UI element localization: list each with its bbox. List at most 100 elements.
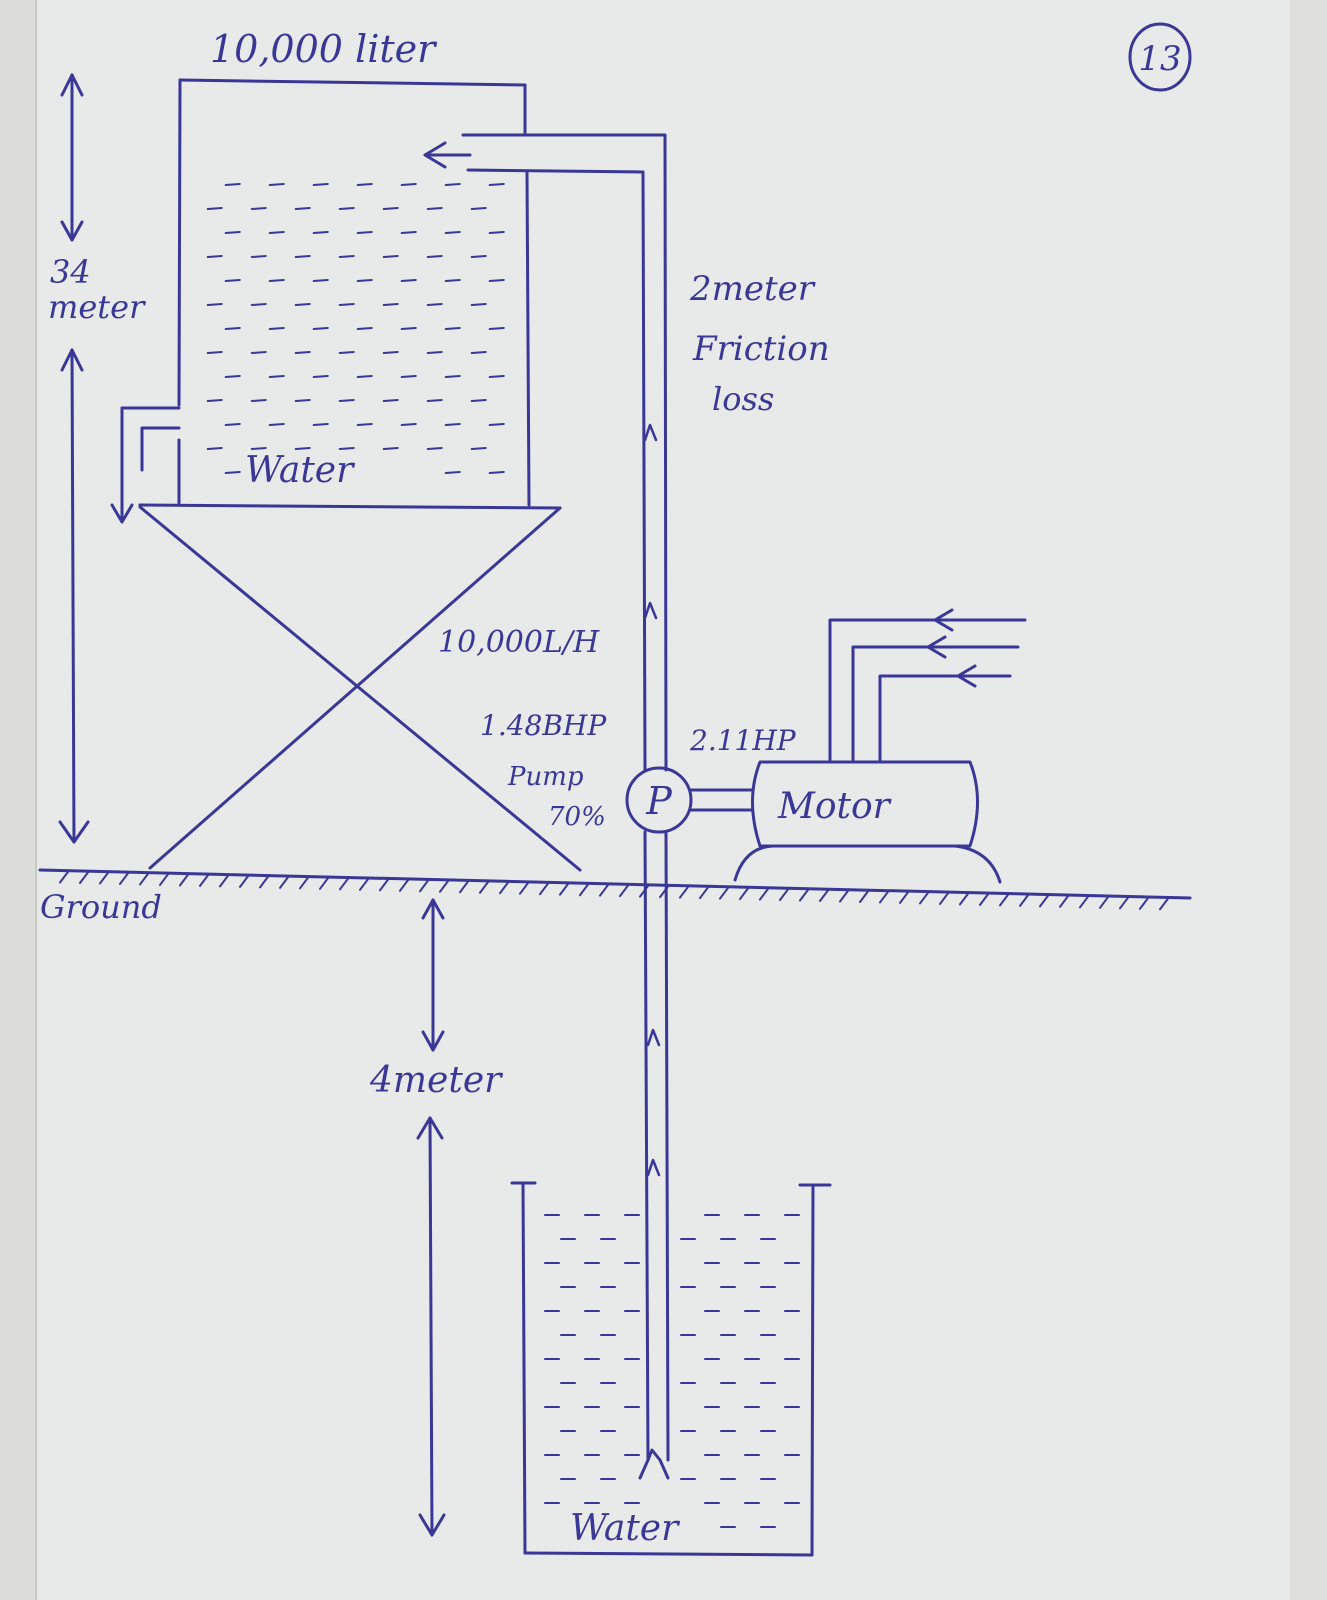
hatch-mark (419, 878, 430, 893)
hatch-mark (559, 881, 570, 896)
hatch-mark (382, 399, 399, 402)
friction-label: Friction (692, 329, 830, 369)
hatch-mark (312, 231, 329, 234)
hatch-mark (488, 231, 505, 234)
hatch-mark (356, 183, 373, 186)
hatch-mark (338, 207, 355, 210)
hatch-mark (338, 255, 355, 258)
hatch-mark (119, 870, 130, 885)
hatch-mark (719, 885, 730, 900)
ground-line (38, 868, 1192, 911)
hatch-mark (224, 183, 241, 186)
hatch-mark (312, 423, 329, 426)
foot-valve-icon (638, 1448, 670, 1480)
hatch-mark (400, 279, 417, 282)
hatch-mark (1019, 892, 1030, 907)
pump-circle (625, 766, 693, 834)
hatch-mark (759, 886, 770, 901)
stand-leg-left (138, 505, 582, 872)
hatch-mark (470, 255, 487, 258)
power-arrow-icon (933, 608, 954, 632)
hatch-mark (444, 231, 461, 234)
hatch-mark (488, 375, 505, 378)
hatch-mark (739, 886, 750, 901)
hatch-mark (799, 887, 810, 902)
hatch-mark (859, 888, 870, 903)
hatch-mark (470, 303, 487, 306)
hatch-mark (579, 882, 590, 897)
hatch-mark (294, 255, 311, 258)
hatch-mark (312, 375, 329, 378)
hatch-mark (479, 879, 490, 894)
hatch-mark (224, 375, 241, 378)
hatch-mark (279, 874, 290, 889)
hatch-mark (519, 880, 530, 895)
hatch-mark (470, 207, 487, 210)
hatch-mark (1159, 896, 1170, 911)
hatch-mark (1059, 893, 1070, 908)
hatch-mark (444, 279, 461, 282)
hatch-mark (338, 399, 355, 402)
hatch-mark (400, 183, 417, 186)
delivery-pipe (423, 133, 668, 772)
hatch-mark (59, 869, 70, 884)
hatch-mark (619, 883, 630, 898)
hatch-mark (382, 255, 399, 258)
tank-capacity-label: 10,000 liter (210, 27, 438, 71)
hatch-mark (224, 327, 241, 330)
hatch-mark (294, 351, 311, 354)
tank-height-unit: meter (48, 288, 146, 326)
hatch-mark (359, 876, 370, 891)
hatch-mark (426, 447, 443, 450)
hatch-mark (488, 471, 505, 474)
hatch-mark (250, 351, 267, 354)
hatch-mark (400, 375, 417, 378)
hatch-mark (268, 375, 285, 378)
pump-symbol: P (645, 779, 673, 823)
hatch-mark (224, 279, 241, 282)
hatch-mark (250, 447, 267, 450)
hatch-mark (839, 888, 850, 903)
pump-efficiency-label: 70% (548, 802, 606, 832)
hatch-mark (1119, 895, 1130, 910)
dimension-arrow-up-icon (60, 348, 84, 372)
hatch-mark (294, 207, 311, 210)
page-number-circle (1128, 22, 1192, 92)
motor-body (751, 760, 979, 848)
hatch-mark (444, 375, 461, 378)
tank-height-number: 34 (50, 253, 91, 291)
friction-head-label: 2meter (689, 269, 816, 309)
hatch-mark (426, 255, 443, 258)
hatch-mark (382, 351, 399, 354)
dimension-arrow-down-icon (58, 820, 90, 844)
hatch-mark (338, 351, 355, 354)
hatch-mark (268, 231, 285, 234)
hatch-mark (259, 874, 270, 889)
power-supply-cables (828, 608, 1027, 762)
upper-tank-water-hatching (206, 183, 505, 474)
hatch-mark (268, 183, 285, 186)
hatch-mark (139, 871, 150, 886)
pump-name-label: Pump (507, 762, 584, 792)
hatch-mark (819, 887, 830, 902)
motor-base (733, 844, 1002, 884)
upper-tank-water-label: Water (245, 450, 355, 491)
hatch-mark (382, 207, 399, 210)
hatch-mark (250, 207, 267, 210)
hatch-mark (959, 891, 970, 906)
hatch-mark (159, 871, 170, 886)
hatch-mark (199, 872, 210, 887)
hatch-mark (294, 447, 311, 450)
hatch-mark (239, 873, 250, 888)
hatch-mark (779, 887, 790, 902)
ground-hatching (59, 869, 1170, 911)
hatch-mark (268, 423, 285, 426)
hatch-mark (879, 889, 890, 904)
hatch-mark (999, 892, 1010, 907)
hatch-mark (919, 890, 930, 905)
lower-tank: Water (510, 1181, 832, 1557)
hatch-mark (312, 279, 329, 282)
hatch-mark (599, 882, 610, 897)
hatch-mark (268, 279, 285, 282)
